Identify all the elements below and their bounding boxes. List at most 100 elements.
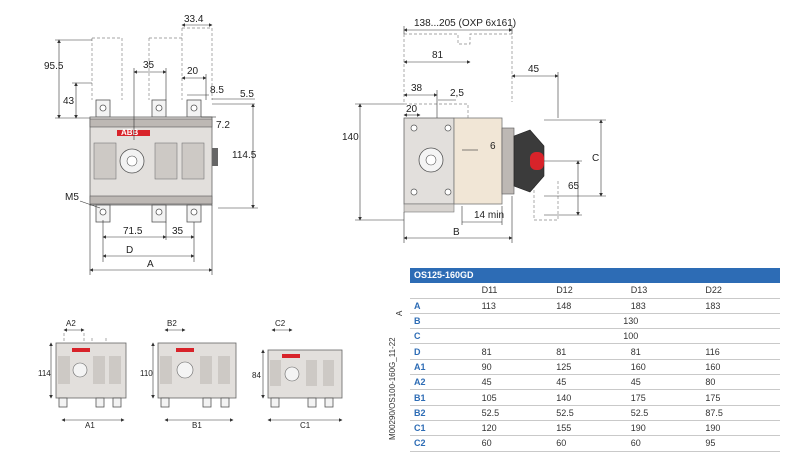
dim-38: 38 [411,83,423,94]
cell: 45 [556,374,631,391]
small-c-left: 84 [252,371,261,380]
side-view: 138...205 (OXP 6x161) 81 45 38 2,5 20 14… [342,18,606,243]
dim-114-5: 114.5 [232,150,257,161]
row-label: A2 [410,374,482,391]
dim-65: 65 [568,181,580,192]
dim-5-5: 5.5 [240,89,254,100]
dim-7-2: 7.2 [216,120,230,131]
table-row: B1 105 140 175 175 [410,389,780,406]
document-code: M00290/OS100-160G_11-22 [388,337,397,440]
cell: 95 [705,435,780,452]
row-label: A [410,298,482,314]
dim-m5: M5 [65,192,79,203]
small-a-top: A2 [66,319,76,328]
col-header: D13 [630,282,706,299]
table-row: A 113 148 183 183 [410,298,780,314]
table-row: B 130 [410,313,780,330]
dim-81: 81 [432,50,444,61]
dim-C: C [592,153,599,164]
dim-8-5: 8.5 [210,85,224,96]
table-row: B2 52.5 52.5 52.5 87.5 [410,405,780,421]
cell: 160 [630,359,706,376]
table-side-label: A [395,310,404,316]
cell: 60 [556,435,631,452]
small-view-c: C2 84 C1 [252,319,343,430]
row-label: C [410,328,482,345]
col-header: D22 [705,282,780,299]
dim-43: 43 [63,96,75,107]
row-label: D [410,343,482,360]
dim-71-5: 71.5 [123,226,143,237]
small-b-top: B2 [167,319,177,328]
table-title-row: OS125-160GD [410,268,780,284]
table-row: A2 45 45 45 80 [410,374,780,391]
cell: 175 [630,389,706,406]
dim-20-side: 20 [406,104,418,115]
dim-95-5: 95.5 [44,61,64,72]
row-label: C1 [410,420,482,437]
row-label: B [410,313,482,330]
cell: 81 [481,343,557,360]
cell: 116 [705,343,780,360]
small-view-a: A2 114 A1 [38,319,127,430]
small-view-b: B2 110 B1 [140,319,237,430]
front-view: ABB 33.4 95.5 43 35 20 8.5 [44,14,258,275]
cell-merged: 100 [481,328,780,345]
dim-20: 20 [187,66,199,77]
dim-45: 45 [528,64,540,75]
dim-138-205: 138...205 (OXP 6x161) [414,18,516,29]
table-title: OS125-160GD [410,268,780,284]
dim-35-bot: 35 [172,226,184,237]
cell: 183 [630,298,706,314]
dim-6: 6 [490,141,496,152]
dim-A: A [147,259,154,270]
dimension-table: OS125-160GD D11 D12 D13 D22 A 113 148 18… [410,268,780,452]
cell: 81 [556,343,631,360]
cell: 148 [556,298,631,314]
cell: 45 [630,374,706,391]
cell: 87.5 [705,405,780,421]
cell: 125 [556,359,631,376]
dim-140: 140 [342,132,359,143]
cell: 52.5 [556,405,631,421]
cell: 90 [481,359,557,376]
dim-B: B [453,227,460,238]
dim-33-4: 33.4 [184,14,204,25]
table-row: C2 60 60 60 95 [410,435,780,452]
header-blank [410,282,482,299]
small-c-top: C2 [275,319,286,328]
cell: 155 [556,420,631,437]
small-b-left: 110 [140,369,153,378]
cell-merged: 130 [481,313,780,330]
row-label: C2 [410,435,482,452]
small-c-bottom: C1 [300,421,311,430]
cell: 140 [556,389,631,406]
table-row: A1 90 125 160 160 [410,359,780,376]
col-header: D12 [556,282,631,299]
row-label: A1 [410,359,482,376]
small-b-bottom: B1 [192,421,202,430]
cell: 175 [705,389,780,406]
cell: 80 [705,374,780,391]
small-a-left: 114 [38,369,51,378]
cell: 45 [481,374,557,391]
cell: 52.5 [481,405,557,421]
dim-14-min: 14 min [474,210,504,221]
row-label: B1 [410,389,482,406]
cell: 81 [630,343,706,360]
cell: 60 [481,435,557,452]
col-header: D11 [481,282,557,299]
dim-D: D [126,245,133,256]
cell: 190 [705,420,780,437]
row-label: B2 [410,405,482,421]
cell: 120 [481,420,557,437]
cell: 105 [481,389,557,406]
small-a-bottom: A1 [85,421,95,430]
abb-logo: ABB [121,128,139,137]
cell: 52.5 [630,405,706,421]
cell: 190 [630,420,706,437]
cell: 60 [630,435,706,452]
table-header-row: D11 D12 D13 D22 [410,282,780,299]
cell: 183 [705,298,780,314]
